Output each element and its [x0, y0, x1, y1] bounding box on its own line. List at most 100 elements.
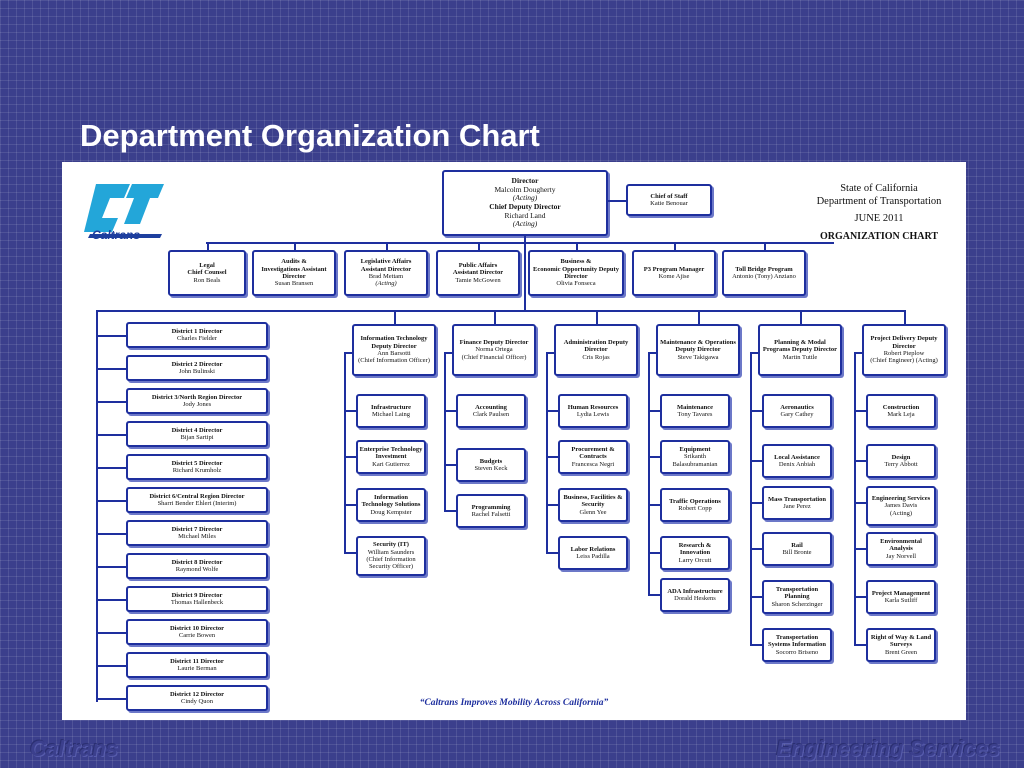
district-title: District 8 Director — [171, 558, 223, 566]
section-title: Accounting — [475, 403, 507, 411]
section-name: Mark Leja — [887, 411, 915, 418]
top-row-name: Olivia Fonseca — [556, 280, 596, 288]
district-name: Thomas Hallenbeck — [170, 599, 224, 606]
district-connector — [96, 632, 126, 634]
division-spine-link — [854, 352, 862, 354]
division-spine-link — [648, 352, 656, 354]
director-title: Director — [511, 176, 539, 186]
division-drop — [904, 310, 906, 324]
section-name: Jane Perez — [783, 503, 811, 510]
section-title: Environmental Analysis — [880, 537, 922, 553]
district-trunk — [96, 310, 98, 702]
section-title: Equipment — [679, 445, 711, 453]
district-connector — [96, 533, 126, 535]
division-drop — [494, 310, 496, 324]
section-box: Security (IT)William Saunders(Chief Info… — [356, 536, 426, 576]
section-name: Francesca Negri — [571, 460, 615, 468]
district-connector — [96, 698, 126, 700]
section-connector — [344, 504, 356, 506]
division-title: Finance Deputy Director — [459, 338, 529, 346]
district-title: District 6/Central Region Director — [149, 492, 245, 500]
division-head-box: Maintenance & Operations Deputy Director… — [656, 324, 740, 376]
section-name: Larry Orcutt — [678, 556, 712, 564]
district-name: Richard Krumholz — [172, 467, 222, 474]
division-note: (Chief Engineer) (Acting) — [870, 357, 938, 365]
district-connector — [96, 566, 126, 568]
section-title: Transportation Planning — [775, 585, 819, 601]
deputy-title: Chief Deputy Director — [489, 202, 561, 211]
division-drop — [596, 310, 598, 324]
top-row-drop — [576, 242, 578, 250]
state-line2: Department of Transportation — [816, 196, 942, 208]
section-connector — [750, 548, 762, 550]
division-spine — [750, 352, 752, 646]
district-connector — [96, 368, 126, 370]
state-header: State of California Department of Transp… — [804, 182, 954, 244]
section-name: Terry Abbott — [884, 461, 918, 468]
staff-connector — [608, 200, 626, 202]
section-title: Mass Transportation — [767, 495, 827, 503]
section-connector — [854, 410, 866, 412]
top-row-title: Public Affairs — [458, 261, 498, 269]
district-name: Laurie Berman — [177, 665, 217, 672]
section-name: Denix Anbiah — [778, 461, 816, 468]
section-name: Brent Green — [885, 648, 917, 656]
district-title: District 7 Director — [171, 525, 223, 533]
section-connector — [444, 410, 456, 412]
section-title: Enterprise Technology Investment — [359, 445, 423, 461]
section-title: Labor Relations — [570, 545, 616, 553]
section-title: Business, Facilities & Security — [563, 493, 623, 509]
director-box: Director Malcolm Dougherty (Acting) Chie… — [442, 170, 608, 236]
section-connector — [546, 552, 558, 554]
division-name: Norma Ortega — [475, 346, 513, 354]
division-drop — [698, 310, 700, 324]
section-name: James Davis — [884, 502, 918, 510]
top-row-note: (Acting) — [375, 280, 397, 288]
district-connector — [96, 665, 126, 667]
top-row-subtitle: Assistant Director — [360, 265, 412, 273]
section-name: Tony Tavares — [677, 411, 713, 418]
section-title: Human Resources — [567, 403, 619, 411]
district-connector — [96, 467, 126, 469]
division-note: (Chief Financial Officer) — [461, 353, 527, 361]
section-title: Local Assistance — [774, 453, 820, 461]
main-trunk — [524, 244, 526, 312]
division-spine-link — [344, 352, 352, 354]
section-name: Gary Cathey — [780, 411, 814, 418]
section-title: Aeronautics — [780, 403, 814, 411]
district-name: Jody Jones — [182, 401, 212, 408]
section-title: Research & Innovation — [678, 541, 712, 557]
top-row-name: Antonio (Tony) Anziano — [732, 273, 796, 280]
district-title: District 5 Director — [171, 459, 223, 467]
section-name: Bill Bronte — [782, 549, 812, 556]
section-connector — [854, 460, 866, 462]
section-title: Security (IT) — [373, 541, 409, 549]
top-row-title: Toll Bridge Program — [735, 265, 793, 273]
top-row-name: Tamie McGowen — [455, 276, 501, 284]
section-connector — [854, 596, 866, 598]
division-name: Martin Tuttle — [782, 353, 818, 361]
section-connector — [750, 596, 762, 598]
top-row-drop — [478, 242, 480, 250]
section-connector — [648, 594, 660, 596]
section-title: Transportation Systems Information — [768, 633, 826, 649]
top-row-subtitle: Chief Counsel — [187, 269, 227, 277]
director-acting: (Acting) — [512, 193, 538, 203]
top-row-subtitle: Investigations Assistant Director — [261, 265, 327, 280]
division-name: Cris Rojas — [582, 353, 610, 361]
section-name: Robert Copp — [678, 505, 712, 512]
section-connector — [344, 552, 356, 554]
